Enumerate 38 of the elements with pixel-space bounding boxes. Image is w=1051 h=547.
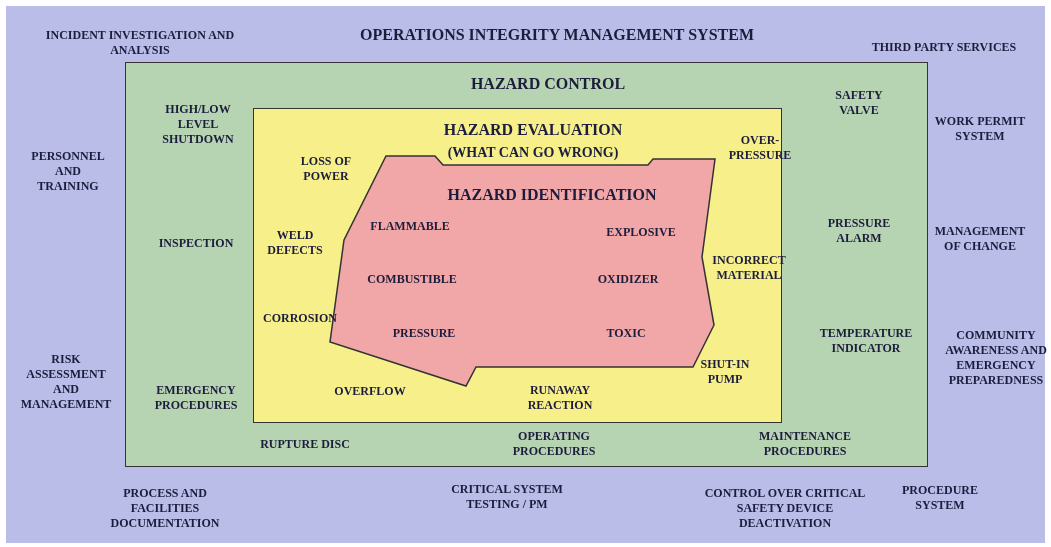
area-label: TEMPERATURE INDICATOR	[818, 326, 914, 356]
area-label: EXPLOSIVE	[605, 224, 677, 240]
area-label: THIRD PARTY SERVICES	[870, 39, 1018, 55]
area-label: SHUT-IN PUMP	[699, 357, 751, 387]
area-label: TOXIC	[605, 325, 647, 341]
area-label: MANAGEMENT OF CHANGE	[933, 224, 1027, 254]
area-label: OPERATING PROCEDURES	[511, 429, 597, 459]
heading: HAZARD EVALUATION	[443, 121, 623, 139]
area-label: WELD DEFECTS	[266, 228, 324, 258]
area-label: PERSONNEL AND TRAINING	[30, 148, 106, 194]
control-panel	[125, 62, 928, 467]
area-label: CRITICAL SYSTEM TESTING / PM	[450, 482, 564, 512]
area-label: INCIDENT INVESTIGATION AND ANALYSIS	[45, 28, 235, 58]
area-label: PROCESS AND FACILITIES DOCUMENTATION	[109, 485, 221, 531]
area-label: OVERFLOW	[333, 383, 407, 399]
area-label: WORK PERMIT SYSTEM	[933, 114, 1027, 144]
area-label: COMMUNITY AWARENESS AND EMERGENCY PREPAREDNESS	[944, 328, 1048, 388]
area-label: OXIDIZER	[596, 271, 660, 287]
area-label: LOSS OF POWER	[299, 154, 353, 184]
area-label: RUNAWAY REACTION	[526, 383, 594, 413]
subheading: (WHAT CAN GO WRONG)	[447, 145, 619, 161]
area-label: PRESSURE	[391, 325, 457, 341]
area-label: HIGH/LOW LEVEL SHUTDOWN	[161, 101, 235, 147]
area-label: SAFETY VALVE	[834, 88, 884, 118]
area-label: EMERGENCY PROCEDURES	[153, 383, 239, 413]
heading: HAZARD CONTROL	[470, 75, 626, 93]
heading: HAZARD IDENTIFICATION	[447, 186, 657, 204]
area-label: MAINTENANCE PROCEDURES	[758, 429, 852, 459]
area-label: INSPECTION	[157, 235, 235, 251]
heading: OPERATIONS INTEGRITY MANAGEMENT SYSTEM	[360, 26, 754, 44]
system-band	[6, 6, 1045, 543]
area-label: FLAMMABLE	[369, 218, 451, 234]
area-label: COMBUSTIBLE	[366, 271, 458, 287]
area-label: PRESSURE ALARM	[826, 216, 892, 246]
area-label: PROCEDURE SYSTEM	[901, 483, 979, 513]
area-label: RUPTURE DISC	[260, 436, 350, 452]
area-label: CONTROL OVER CRITICAL SAFETY DEVICE DEACTIVATION	[703, 485, 867, 531]
area-label: RISK ASSESSMENT AND MANAGEMENT	[19, 352, 113, 412]
